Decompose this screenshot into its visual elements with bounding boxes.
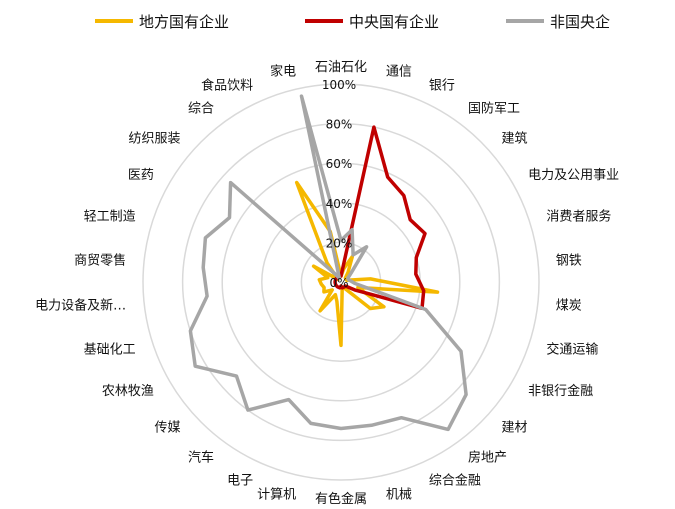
- category-label: 房地产: [468, 450, 507, 466]
- grid-ring: [142, 83, 540, 481]
- legend-label-1: 中央国有企业: [349, 13, 439, 31]
- series-line-1: [333, 125, 427, 311]
- category-label: 消费者服务: [546, 208, 611, 224]
- category-label: 银行: [429, 79, 455, 94]
- series-layer: [188, 94, 468, 432]
- category-label: 钢铁: [556, 253, 582, 268]
- category-label: 综合金融: [429, 472, 481, 488]
- category-label: 汽车: [188, 450, 214, 466]
- category-label: 电力设备及新…: [35, 298, 126, 314]
- category-label: 纺织服装: [128, 132, 180, 147]
- category-label: 建材: [502, 421, 528, 436]
- category-label: 计算机: [257, 487, 296, 502]
- grid-ring: [221, 162, 461, 402]
- category-label: 家电: [270, 64, 296, 80]
- category-label: 基础化工: [84, 343, 136, 358]
- category-label: 石油石化: [315, 60, 367, 75]
- grid-ring: [181, 122, 501, 442]
- category-label: 电子: [227, 473, 253, 488]
- category-label: 通信: [386, 65, 412, 80]
- tick-labels: 0% 20% 40% 60% 80% 100%: [322, 78, 356, 290]
- legend-label-2: 非国央企: [550, 13, 610, 31]
- category-label: 建筑: [502, 131, 528, 147]
- legend-label-0: 地方国有企业: [139, 13, 229, 31]
- category-label: 医药: [128, 168, 154, 183]
- tick-label: 80%: [326, 118, 353, 132]
- radar-grid: [142, 83, 540, 481]
- tick-label: 100%: [322, 78, 356, 92]
- category-label: 传媒: [154, 421, 180, 436]
- category-label: 商贸零售: [74, 252, 126, 268]
- category-labels: 石油石化 通信银行国防军工建筑电力及公用事业消费者服务钢铁煤炭交通运输非银行金融建…: [35, 60, 619, 507]
- category-label: 综合: [188, 101, 214, 116]
- tick-label: 60%: [326, 157, 353, 171]
- tick-label: 20%: [326, 236, 353, 250]
- legend: 地方国有企业 中央国有企业 非国央企: [95, 13, 610, 31]
- category-label: 机械: [386, 487, 412, 502]
- category-label: 国防军工: [468, 100, 520, 116]
- category-label: 电力及公用事业: [528, 168, 619, 183]
- tick-label: 0%: [329, 276, 348, 290]
- category-label: 农林牧渔: [102, 384, 154, 399]
- category-label: 交通运输: [546, 342, 598, 358]
- tick-label: 40%: [326, 197, 353, 211]
- category-label: 食品饮料: [201, 78, 253, 94]
- series-line-2: [188, 94, 468, 432]
- series-line-0: [294, 180, 440, 348]
- category-label: 非银行金融: [528, 383, 593, 399]
- category-label: 有色金属: [315, 491, 367, 507]
- category-label: 轻工制造: [84, 209, 136, 224]
- category-label: 煤炭: [556, 299, 582, 314]
